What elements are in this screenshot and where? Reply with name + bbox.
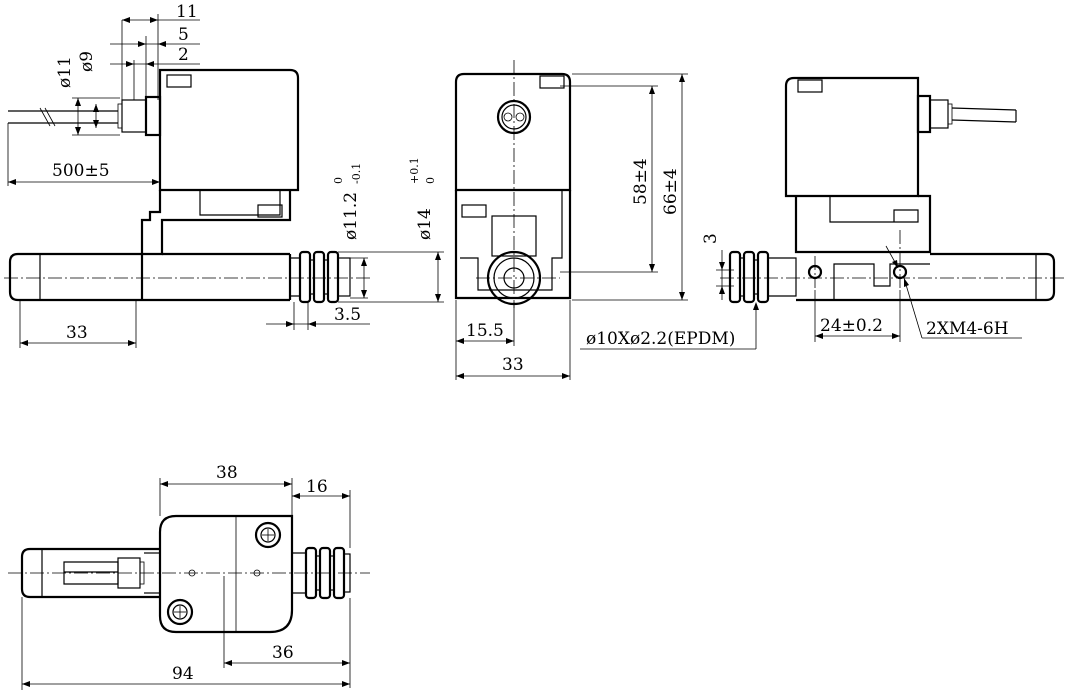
dim-94: 94 xyxy=(172,664,194,684)
side-view-dimensions: 58±4 66±4 15.5 33 ø10Xø2.2(EPDM) xyxy=(455,73,759,380)
dim-24: 24±0.2 xyxy=(820,316,883,336)
dim-16: 16 xyxy=(306,477,328,497)
dim-15-5: 15.5 xyxy=(466,321,504,341)
dim-33-left: 33 xyxy=(66,323,88,343)
dim-33-mid: 33 xyxy=(502,355,524,375)
dim-2: 2 xyxy=(178,45,189,65)
dim-dia11-2: ø11.2 xyxy=(341,192,361,240)
dim-oring: ø10Xø2.2(EPDM) xyxy=(586,329,735,349)
dim-11: 11 xyxy=(176,2,198,22)
dim-thread: 2XM4-6H xyxy=(926,319,1009,339)
top-view-dimensions: 38 16 36 94 xyxy=(21,463,351,690)
dim-dia11-2-lower: -0.1 xyxy=(350,163,363,184)
dim-38: 38 xyxy=(216,463,238,483)
dim-cable-length: 500±5 xyxy=(52,161,110,181)
front-view-dimensions: 11 5 2 ø11 ø9 500±5 33 3.5 ø11.2 0 xyxy=(7,2,444,348)
front-view xyxy=(4,68,370,304)
rear-view-dimensions: 3 24±0.2 2XM4-6H xyxy=(701,233,1022,342)
dim-dia9: ø9 xyxy=(77,51,97,72)
top-view xyxy=(8,514,370,634)
dim-3: 3 xyxy=(701,233,721,244)
dim-dia11: ø11 xyxy=(55,56,75,88)
rear-view xyxy=(720,76,1064,304)
dim-5: 5 xyxy=(178,25,189,45)
dim-dia14: ø14 xyxy=(415,208,435,240)
dim-3-5: 3.5 xyxy=(334,305,361,325)
dim-66: 66±4 xyxy=(661,168,681,215)
dim-dia11-2-upper: 0 xyxy=(332,177,345,184)
dim-58: 58±4 xyxy=(631,158,651,205)
dim-dia14-lower: 0 xyxy=(424,177,437,184)
side-view xyxy=(454,60,572,308)
dim-dia14-upper: +0.1 xyxy=(408,157,421,184)
dim-36: 36 xyxy=(272,643,294,663)
